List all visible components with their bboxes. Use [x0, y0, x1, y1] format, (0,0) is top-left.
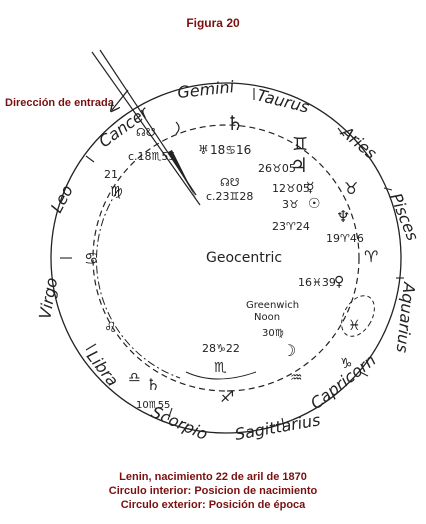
- sign-taurus: Taurus: [255, 85, 311, 116]
- mars-position: 16♓39: [298, 276, 336, 289]
- scorpio-degree: 10♏55: [136, 400, 170, 411]
- uranus-position: 18♋16: [210, 143, 251, 157]
- venus-glyph: ♀: [334, 274, 344, 290]
- virgo-small-glyph: ♍: [110, 184, 123, 200]
- mercury-glyph: ☿: [306, 180, 315, 196]
- nodes-lower-glyph: ☊☋: [220, 176, 240, 189]
- moon-glyph: ☽: [282, 341, 296, 360]
- greenwich-value: 30♍: [262, 328, 284, 339]
- saturn-position: 28♑22: [202, 342, 240, 355]
- caption-line-2: Circulo interior: Posicion de nacimiento: [108, 485, 318, 497]
- pisces-ellipse: [341, 295, 375, 337]
- figure-caption: Lenin, nacimiento 22 de aril de 1870 Cir…: [0, 470, 426, 512]
- aquarius-glyph: ♒: [290, 370, 303, 386]
- saturn-arc: [185, 371, 257, 380]
- entry-wedge: [168, 150, 196, 198]
- node-upper-label: c.18♏55: [128, 150, 175, 163]
- scorpio-glyph: ♏: [214, 360, 227, 376]
- capricorn-glyph: ♑: [340, 356, 353, 372]
- caption-line-1: Lenin, nacimiento 22 de aril de 1870: [119, 471, 307, 483]
- jupiter-position: 26♉05: [258, 162, 296, 175]
- mercury-position: 12♉05: [272, 182, 310, 195]
- greenwich-label: Greenwich: [246, 300, 299, 311]
- sign-leo: Leo: [47, 182, 77, 216]
- sagittarius-glyph: ♐: [220, 387, 234, 406]
- outer-circle: [50, 82, 402, 434]
- leo-degree: 21: [104, 168, 118, 181]
- pisces-glyph: ♓: [348, 318, 361, 334]
- leo-glyph: ♌: [104, 320, 117, 336]
- wedge-hook: [175, 121, 180, 135]
- sign-separators: [60, 88, 404, 429]
- entry-line-left: [91, 51, 201, 206]
- saturn-top-glyph: ♄: [226, 111, 244, 135]
- inner-dash-dot-arc: [96, 189, 181, 379]
- sign-aquarius: Aquarius: [393, 281, 419, 354]
- saturn-lower-glyph: ♄: [146, 375, 160, 394]
- entry-direction-label: Dirección de entrada: [5, 97, 114, 109]
- neptune-position: 19♈46: [326, 232, 364, 245]
- cancer-glyph: ♋: [84, 249, 98, 268]
- libra-glyph: ♎: [128, 370, 141, 386]
- moon-position: 23♈24: [272, 220, 310, 233]
- center-label: Geocentric: [206, 250, 282, 266]
- gemini-glyph: ♊: [292, 134, 308, 155]
- sign-pisces: Pisces: [386, 190, 422, 243]
- sign-sagittarius: Sagittarius: [233, 410, 321, 444]
- entry-arrow: [112, 89, 129, 110]
- jupiter-glyph: ♃: [290, 153, 308, 177]
- sun-glyph: ☉: [308, 196, 321, 212]
- uranus-glyph: ♅: [198, 143, 209, 157]
- nodes-upper-glyph: ☊☋: [136, 126, 156, 139]
- neptune-glyph: ♆: [336, 207, 350, 226]
- sign-gemini: Gemini: [176, 77, 235, 102]
- venus-position: 3♉: [282, 198, 299, 211]
- caption-line-3: Circulo exterior: Posición de época: [120, 499, 306, 511]
- node-lower-label: c.23♊28: [206, 190, 253, 203]
- taurus-glyph: ♉: [344, 179, 358, 198]
- noon-label: Noon: [254, 312, 280, 323]
- aries-glyph: ♈: [364, 247, 378, 266]
- inner-circle: [92, 124, 360, 392]
- sign-virgo: Virgo: [35, 276, 61, 321]
- figure-title: Figura 20: [186, 16, 240, 30]
- sign-libra: Libra: [83, 347, 123, 390]
